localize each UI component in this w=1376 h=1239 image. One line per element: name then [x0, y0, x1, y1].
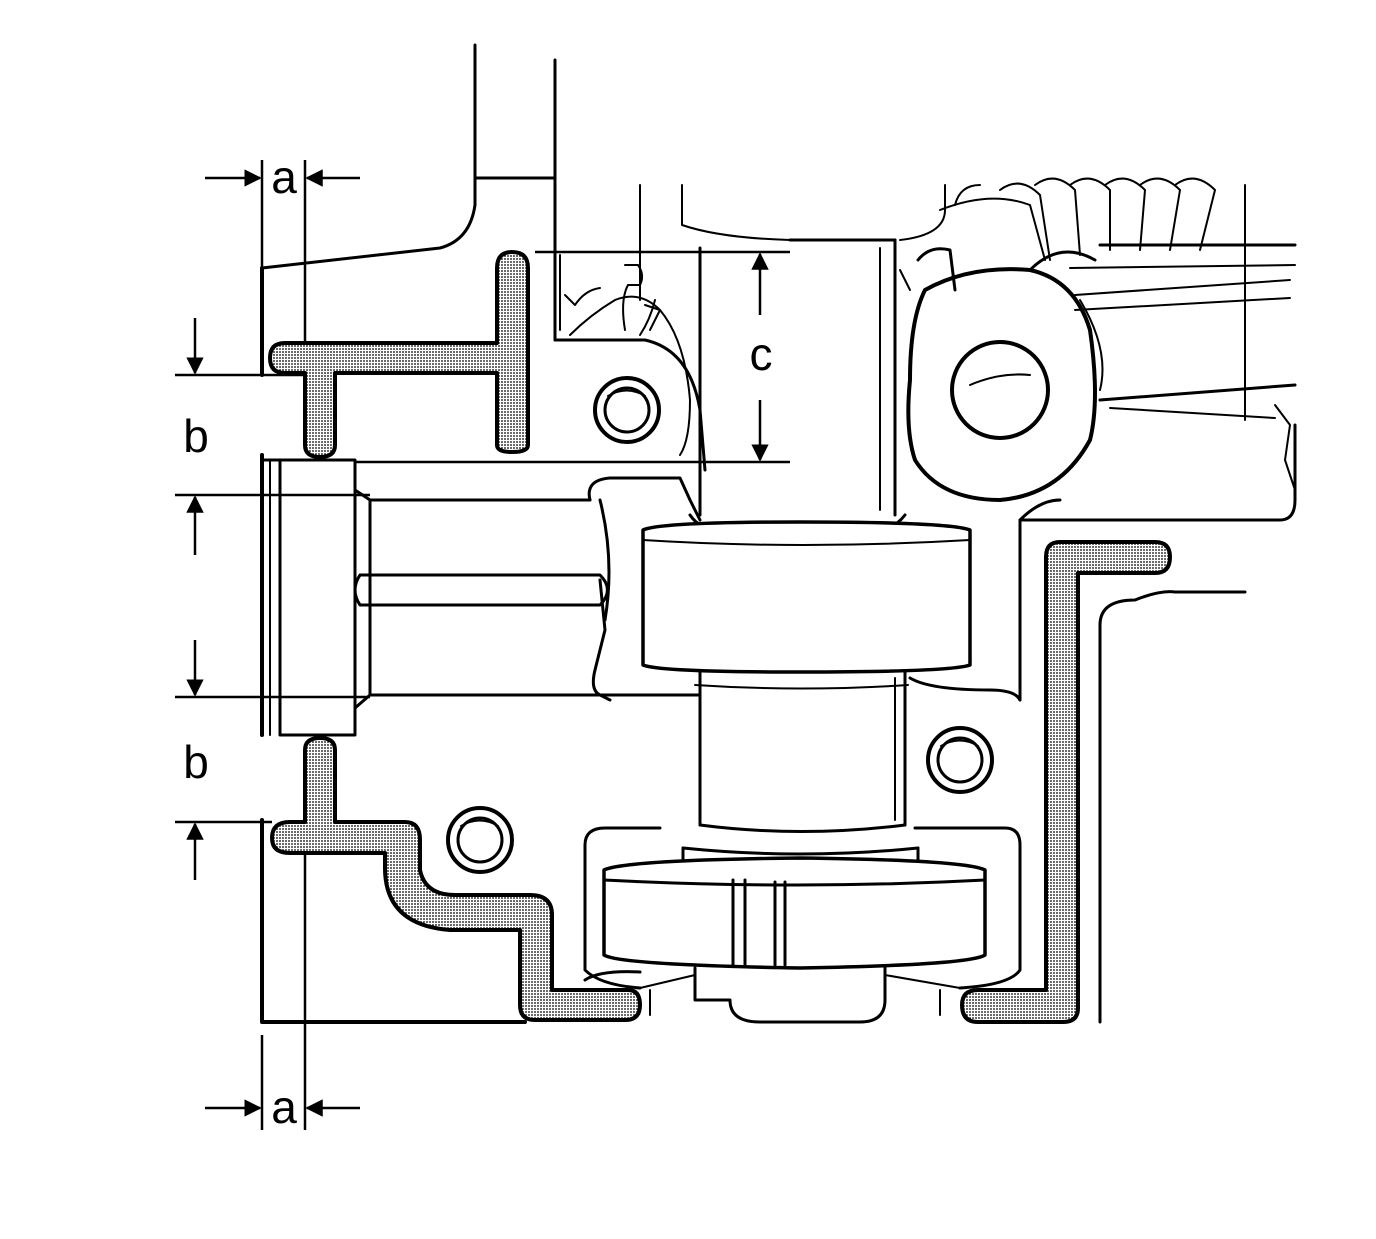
dimension-a-top [205, 160, 360, 343]
label-b-lower: b [183, 736, 209, 788]
dimension-a-bottom [205, 853, 360, 1130]
bolt-holes [446, 376, 994, 874]
label-a-bottom: a [271, 1081, 297, 1133]
seal-plug [260, 458, 702, 737]
sealant-bead-right [960, 540, 1172, 1024]
sealant-bead-upper [268, 250, 530, 459]
sealant-beads [268, 250, 1172, 1024]
shaft-assembly [583, 238, 1022, 1024]
dimension-b-lower [175, 640, 370, 880]
label-c: c [750, 328, 773, 380]
bolt-hole-lower-left [446, 806, 514, 874]
roller-lifter [899, 177, 1216, 502]
dimension-c [355, 250, 790, 464]
label-b-upper: b [183, 410, 209, 462]
sealant-bead-lower [270, 736, 642, 1022]
bolt-hole-upper-left [593, 376, 661, 444]
housing-outline [260, 43, 1297, 1024]
bolt-hole-lower-right [926, 726, 994, 794]
rocker-detail [564, 264, 691, 456]
label-a-top: a [271, 151, 297, 203]
dimension-b-upper [175, 318, 370, 555]
